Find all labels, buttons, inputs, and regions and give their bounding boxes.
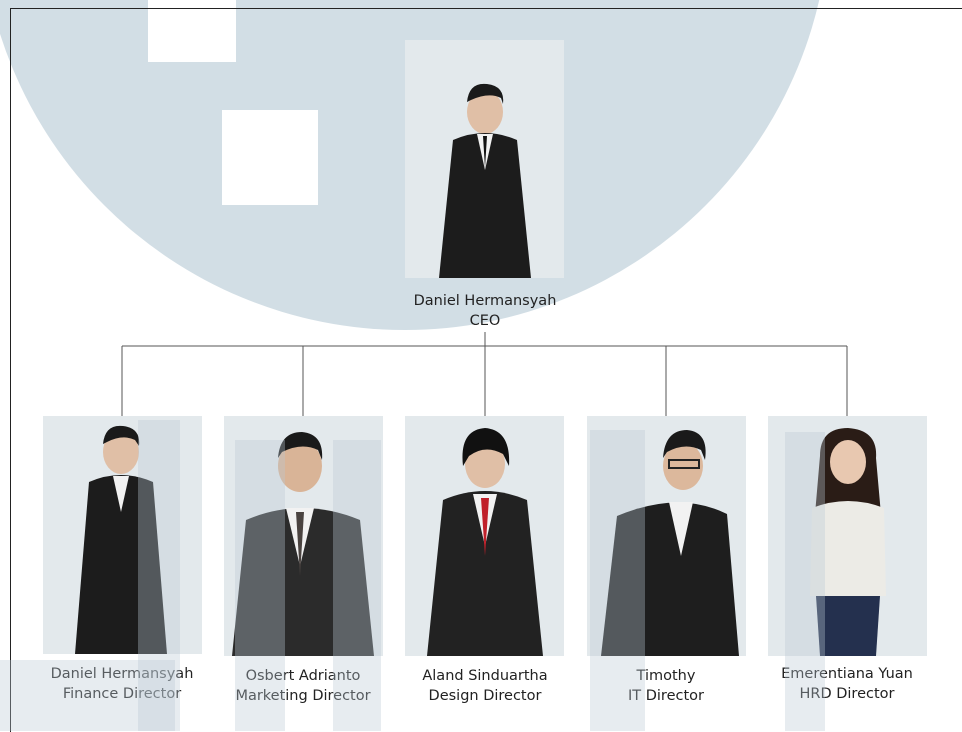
ceo-photo <box>405 40 564 278</box>
director-name: Osbert Adrianto <box>245 668 361 684</box>
watermark-bar <box>138 420 180 731</box>
watermark-bar <box>785 432 825 731</box>
director-title: IT Director <box>628 688 704 704</box>
director-title: Design Director <box>428 688 542 704</box>
director-name: Emerentiana Yuan <box>781 666 913 682</box>
director-photo-finance <box>43 416 202 654</box>
director-photo-it <box>587 416 746 656</box>
director-photo-marketing <box>224 416 383 656</box>
director-caption-finance: Daniel Hermansyah Finance Director <box>22 664 222 704</box>
director-title: Finance Director <box>62 686 182 702</box>
watermark-bar <box>590 430 645 731</box>
chart-frame <box>10 8 962 732</box>
watermark-bar <box>235 440 285 731</box>
ceo-title: CEO <box>469 313 501 329</box>
director-caption-design: Aland Sinduartha Design Director <box>385 666 585 706</box>
director-name: Timothy <box>636 668 696 684</box>
ceo-name: Daniel Hermansyah <box>413 293 557 309</box>
director-caption-hrd: Emerentiana Yuan HRD Director <box>747 664 947 704</box>
watermark-square <box>222 110 318 205</box>
director-title: Marketing Director <box>235 688 371 704</box>
watermark-bar <box>0 660 175 731</box>
director-name: Aland Sinduartha <box>422 668 548 684</box>
director-photo-design <box>405 416 564 656</box>
watermark-square <box>148 0 236 62</box>
director-caption-it: Timothy IT Director <box>566 666 766 706</box>
director-caption-marketing: Osbert Adrianto Marketing Director <box>203 666 403 706</box>
director-title: HRD Director <box>799 686 895 702</box>
director-name: Daniel Hermansyah <box>50 666 194 682</box>
ceo-caption: Daniel Hermansyah CEO <box>385 291 585 331</box>
watermark-bar <box>333 440 381 731</box>
director-photo-hrd <box>768 416 927 656</box>
